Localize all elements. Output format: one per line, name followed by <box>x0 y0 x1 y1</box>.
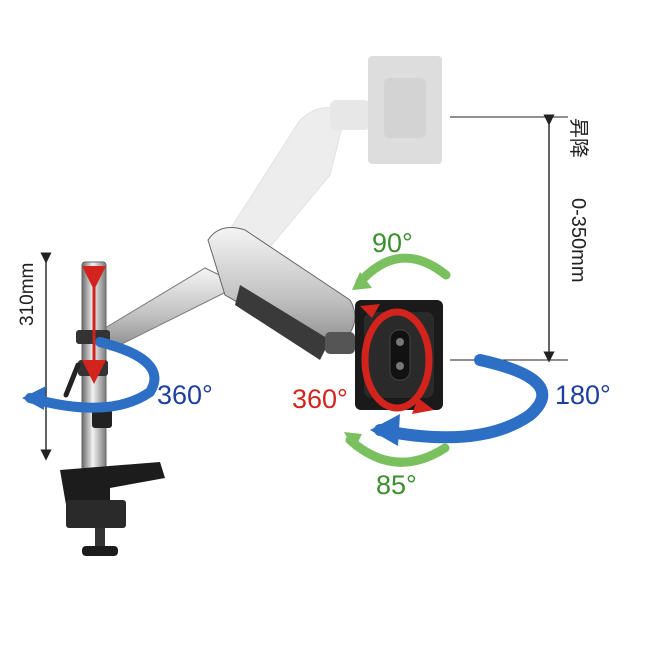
swivel-arrow <box>374 354 549 444</box>
pole-rotation-arrow <box>25 337 160 413</box>
head-rotation-label: 360° <box>292 384 348 414</box>
pole-height-label: 310mm <box>17 262 38 326</box>
tilt-down-arrow <box>345 435 450 467</box>
tilt-down-label: 85° <box>376 470 417 500</box>
swivel-label: 180° <box>555 380 611 410</box>
tilt-up-arrow <box>355 253 451 287</box>
pole-rotation-label: 360° <box>157 380 213 410</box>
lift-dimension <box>450 114 568 363</box>
lift-range-label: 0-350mm <box>567 198 589 283</box>
desk-clamp <box>60 462 165 556</box>
tilt-up-label: 90° <box>372 228 413 258</box>
lift-title-label: 昇降 <box>567 118 589 158</box>
raised-arm-ghost <box>219 56 442 266</box>
head-rotation-ring <box>360 304 434 414</box>
gas-spring-arm <box>104 227 356 360</box>
pole <box>63 261 112 475</box>
raised-vesa-plate <box>368 56 442 164</box>
